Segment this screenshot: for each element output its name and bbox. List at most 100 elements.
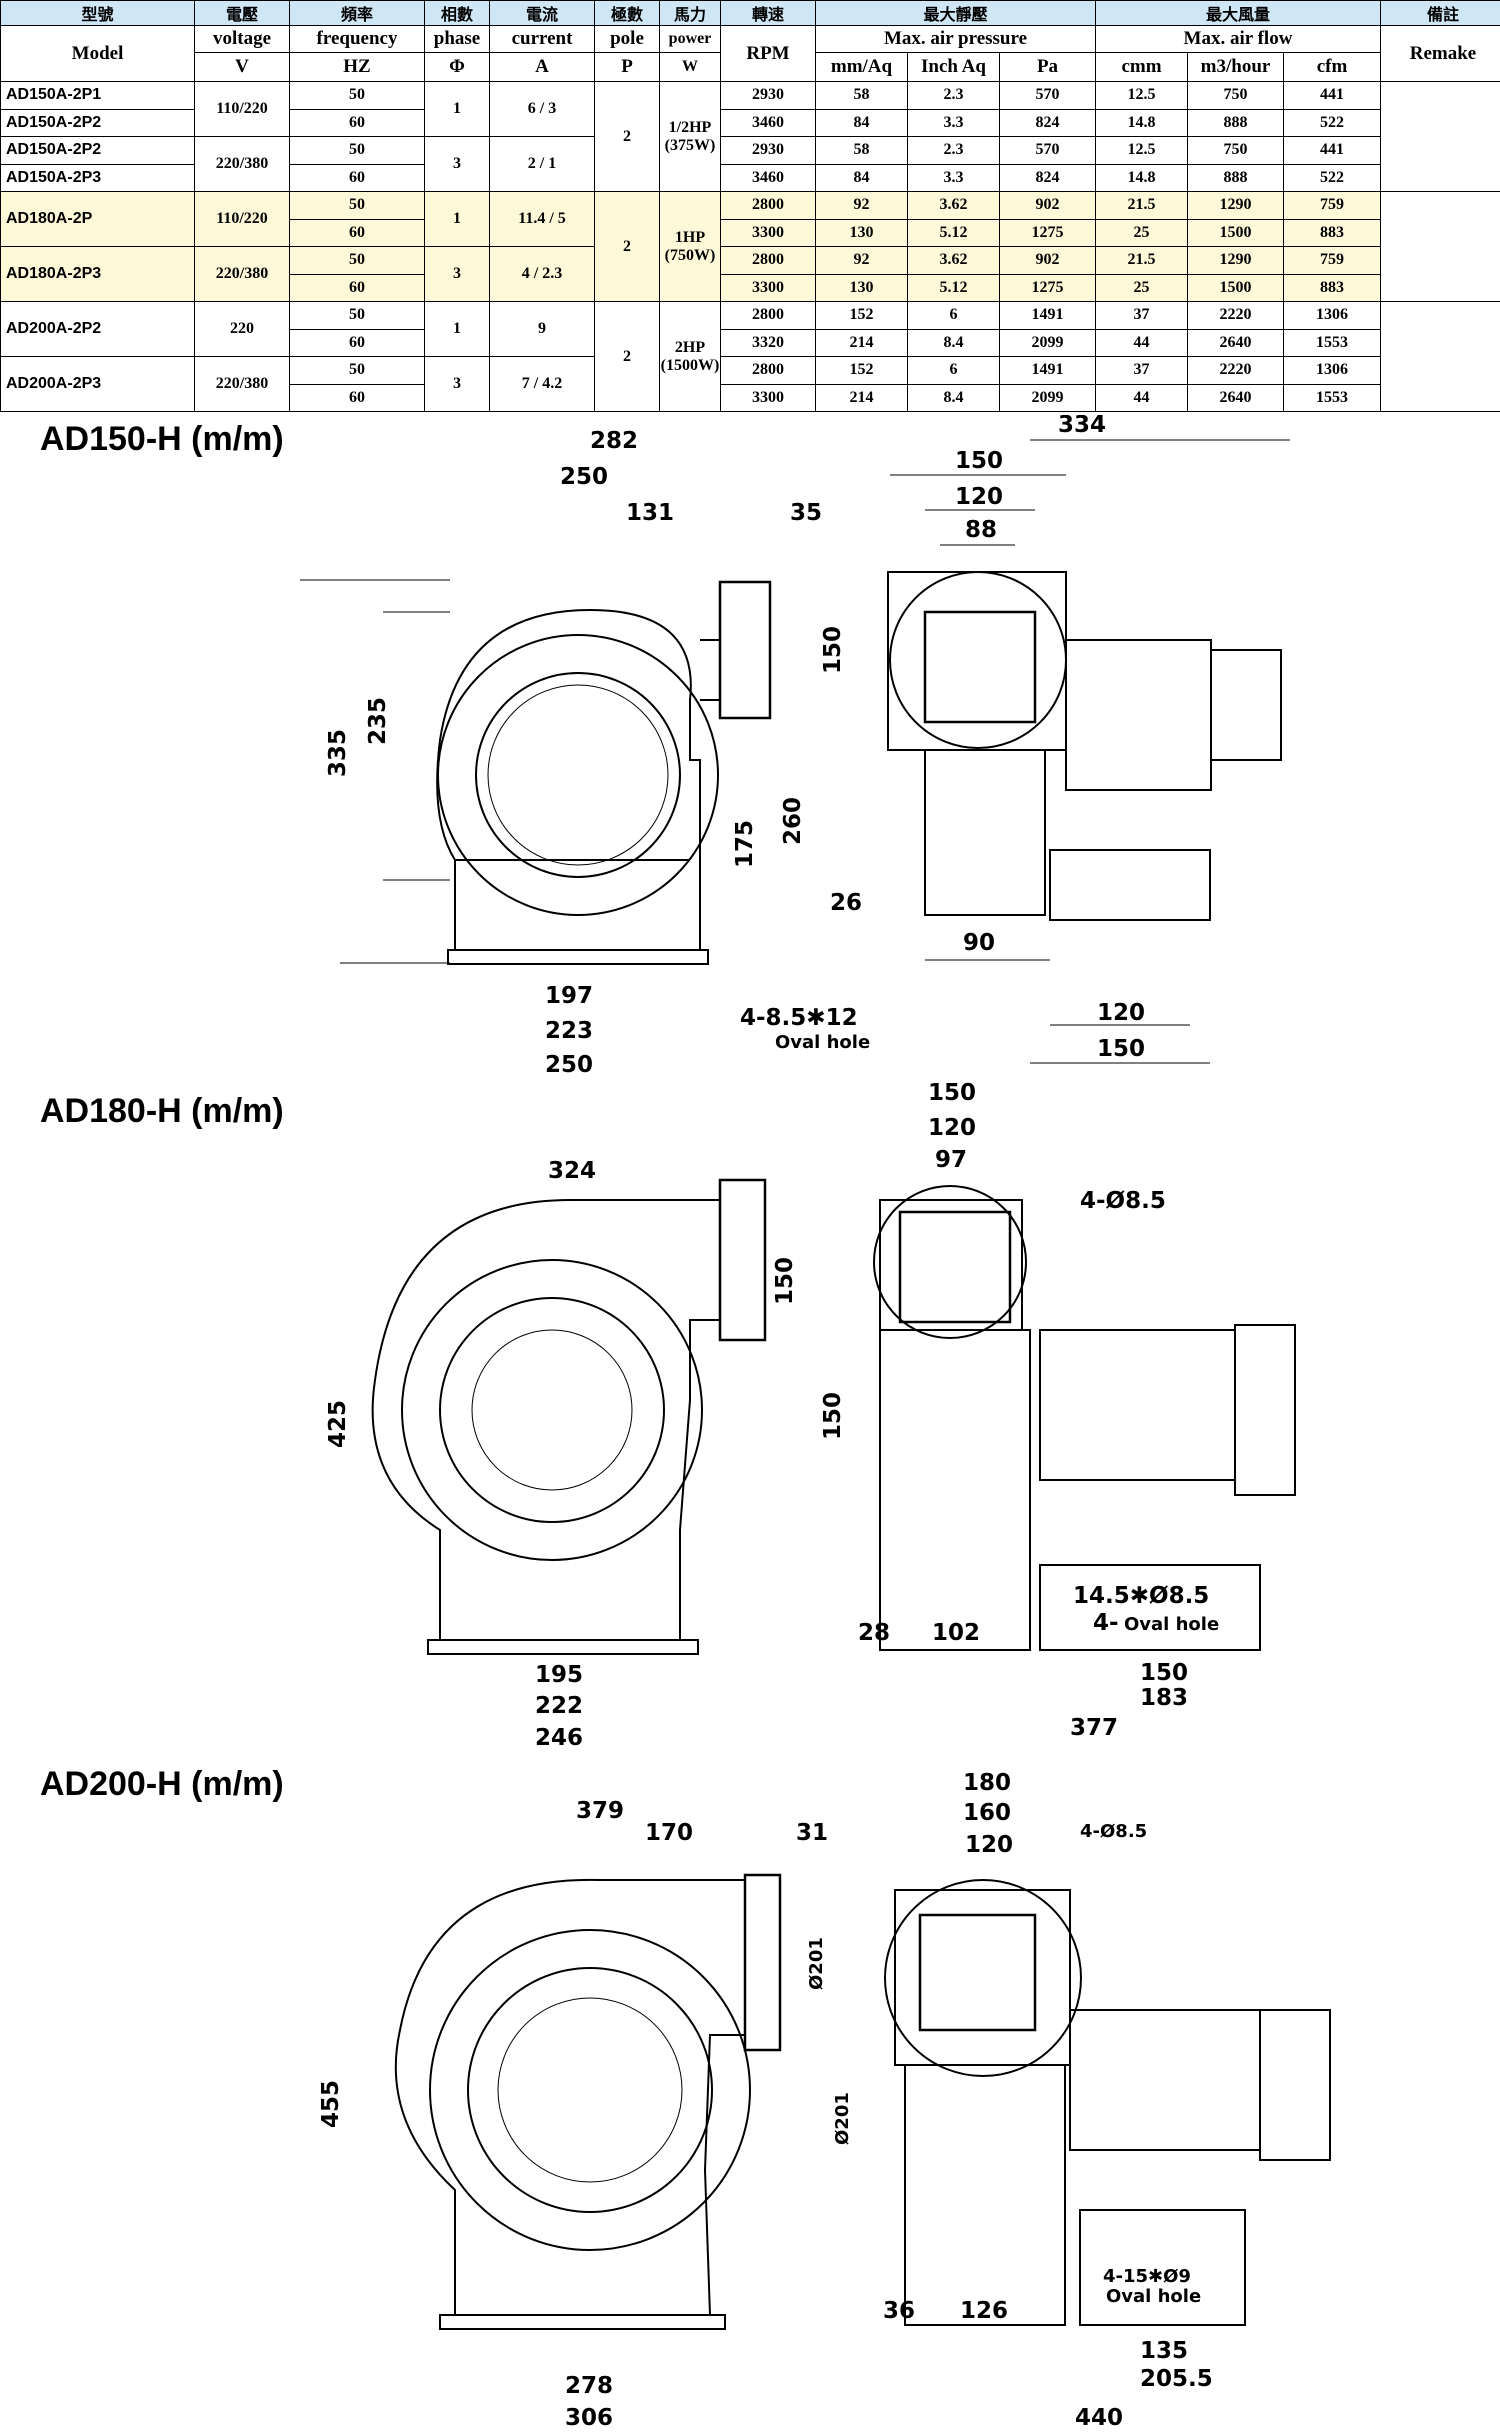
table-cell: 220	[194, 301, 290, 357]
unit-cell: cfm	[1283, 52, 1381, 82]
table-cell: 2640	[1187, 383, 1284, 412]
table-cell: 2930	[720, 81, 816, 110]
dim-label: 334	[1058, 415, 1106, 438]
table-cell: 750	[1187, 136, 1284, 165]
table-cell: 3300	[720, 273, 816, 302]
table-cell: 60	[289, 218, 425, 247]
header-cell: pole	[594, 25, 660, 53]
drawing-title-ad150: AD150-H (m/m)	[40, 420, 284, 458]
table-cell: 2.3	[907, 81, 1000, 110]
dim-label: 306	[565, 2405, 613, 2431]
table-cell: 1553	[1283, 328, 1381, 357]
table-cell: 58	[815, 81, 908, 110]
dim-label: 36	[883, 2298, 915, 2324]
dim-label: Oval hole	[1106, 2286, 1201, 2307]
model-cell: AD150A-2P2	[0, 136, 195, 165]
header-cell: current	[489, 25, 595, 53]
table-cell: 220/380	[194, 356, 290, 412]
table-cell: 110/220	[194, 191, 290, 247]
dim-label: Oval hole	[1124, 1614, 1219, 1635]
header-cell: 電壓	[194, 0, 290, 26]
table-cell: 2099	[999, 328, 1096, 357]
table-cell: 1500	[1187, 273, 1284, 302]
table-cell: 2	[594, 191, 660, 302]
table-cell: 1306	[1283, 356, 1381, 385]
table-cell: 824	[999, 108, 1096, 137]
model-cell: AD150A-2P3	[0, 163, 195, 192]
dim-label: 150	[820, 626, 846, 674]
table-cell: 92	[815, 191, 908, 220]
dim-label: 126	[960, 2298, 1008, 2324]
table-cell: 1491	[999, 356, 1096, 385]
table-cell: 1306	[1283, 301, 1381, 330]
table-cell: 1491	[999, 301, 1096, 330]
table-cell: 50	[289, 301, 425, 330]
table-cell: 3	[424, 136, 490, 192]
table-cell: 152	[815, 301, 908, 330]
table-cell: 522	[1283, 108, 1381, 137]
dim-label: 120	[928, 1115, 976, 1141]
dim-label: 14.5✱Ø8.5	[1073, 1583, 1209, 1609]
table-cell: 60	[289, 163, 425, 192]
model-cell: AD200A-2P3	[0, 356, 195, 412]
dim-label: 195	[535, 1662, 583, 1688]
table-cell: 14.8	[1095, 163, 1188, 192]
table-cell: 1	[424, 191, 490, 247]
table-cell: 214	[815, 328, 908, 357]
dim-label: 90	[963, 930, 995, 956]
table-cell: 883	[1283, 218, 1381, 247]
dim-label: 4-Ø8.5	[1080, 1188, 1166, 1214]
table-cell: 2800	[720, 356, 816, 385]
table-cell: 441	[1283, 136, 1381, 165]
unit-cell: m3/hour	[1187, 52, 1284, 82]
table-cell: 3300	[720, 383, 816, 412]
dim-label: Ø201	[806, 1937, 827, 1990]
table-cell: 60	[289, 328, 425, 357]
table-cell: 6	[907, 301, 1000, 330]
table-cell: 6 / 3	[489, 81, 595, 137]
dim-label: 183	[1140, 1685, 1188, 1711]
header-cell: 最大靜壓	[815, 0, 1096, 26]
table-cell: 60	[289, 383, 425, 412]
table-cell: 1275	[999, 273, 1096, 302]
table-cell: 21.5	[1095, 191, 1188, 220]
table-cell: 8.4	[907, 328, 1000, 357]
table-cell: 2930	[720, 136, 816, 165]
unit-cell: Φ	[424, 52, 490, 82]
table-cell: 1275	[999, 218, 1096, 247]
table-cell: 3460	[720, 108, 816, 137]
header-cell: Remake	[1380, 25, 1500, 82]
dim-label: 4-15✱Ø9	[1103, 2266, 1191, 2287]
header-cell: 最大風量	[1095, 0, 1381, 26]
table-cell: 2800	[720, 246, 816, 275]
dim-label: 335	[325, 729, 351, 777]
table-cell: 750	[1187, 81, 1284, 110]
model-cell: AD150A-2P1	[0, 81, 195, 110]
dim-label: 170	[645, 1820, 693, 1846]
header-cell: 頻率	[289, 0, 425, 26]
table-cell: 883	[1283, 273, 1381, 302]
dim-label: 250	[545, 1052, 593, 1078]
dim-label: 150	[820, 1392, 846, 1440]
table-cell: 3	[424, 246, 490, 302]
dim-label: 4-Ø8.5	[1080, 1821, 1147, 1842]
dim-label: 135	[1140, 2338, 1188, 2364]
table-cell: 441	[1283, 81, 1381, 110]
table-cell: 50	[289, 81, 425, 110]
unit-cell: Pa	[999, 52, 1096, 82]
table-cell: 824	[999, 163, 1096, 192]
table-cell: 11.4 / 5	[489, 191, 595, 247]
dim-label: 31	[796, 1820, 828, 1846]
dim-label: Oval hole	[775, 1032, 870, 1053]
model-cell: AD180A-2P	[0, 191, 195, 247]
table-cell: 3460	[720, 163, 816, 192]
table-cell: 5.12	[907, 218, 1000, 247]
table-cell: 2	[594, 301, 660, 412]
table-cell: 1500	[1187, 218, 1284, 247]
dim-label: 102	[932, 1620, 980, 1646]
